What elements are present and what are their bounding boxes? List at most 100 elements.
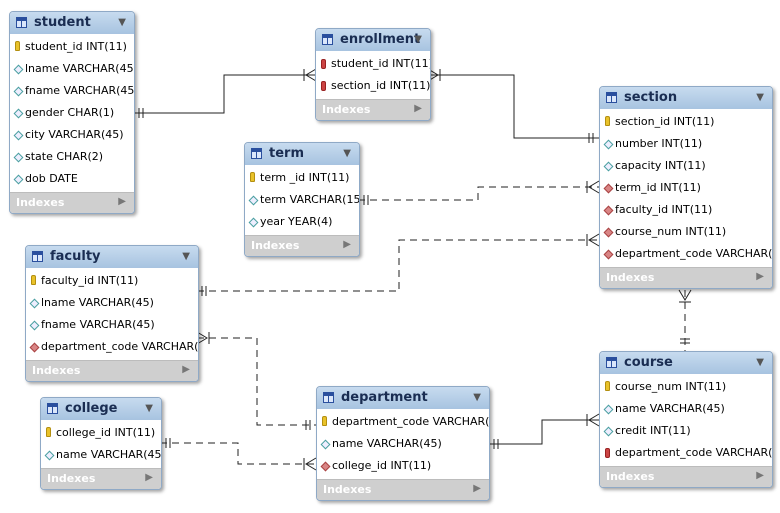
table-course[interactable]: course▼course_num INT(11)name VARCHAR(45…	[599, 351, 773, 488]
column-text: lname VARCHAR(45)	[25, 62, 135, 75]
column-row[interactable]: gender CHAR(1)	[10, 103, 134, 125]
column-text: year YEAR(4)	[260, 215, 333, 228]
collapse-triangle-icon[interactable]: ▼	[414, 34, 422, 45]
table-enrollment[interactable]: enrollment▼ student_id INT(11) section_id …	[315, 28, 431, 121]
collapse-triangle-icon[interactable]: ▼	[473, 392, 481, 403]
table-header[interactable]: course▼	[600, 352, 772, 374]
table-header[interactable]: student▼	[10, 12, 134, 34]
column-row[interactable]: department_code VARCHAR(5)	[317, 412, 489, 434]
column-row[interactable]: college_id INT(11)	[41, 423, 161, 445]
table-faculty[interactable]: faculty▼ faculty_id INT(11)lname VARCHAR(…	[25, 245, 199, 382]
indexes-bar[interactable]: Indexes▶	[245, 235, 359, 256]
expand-arrow-icon[interactable]: ▶	[756, 271, 764, 282]
column-row[interactable]: department_code VARCHAR(5)	[26, 337, 198, 359]
column-row[interactable]: faculty_id INT(11)	[600, 200, 772, 222]
indexes-bar[interactable]: Indexes▶	[317, 479, 489, 500]
collapse-triangle-icon[interactable]: ▼	[118, 17, 126, 28]
column-list: course_num INT(11)name VARCHAR(45)credit…	[600, 374, 772, 466]
table-header[interactable]: department ▼	[317, 387, 489, 409]
column-row[interactable]: fname VARCHAR(45)	[26, 315, 198, 337]
expand-arrow-icon[interactable]: ▶	[414, 103, 422, 114]
column-row[interactable]: course_num INT(11)	[600, 377, 772, 399]
column-row[interactable]: name VARCHAR(45)	[317, 434, 489, 456]
indexes-bar[interactable]: Indexes▶	[600, 466, 772, 487]
collapse-triangle-icon[interactable]: ▼	[343, 148, 351, 159]
column-row[interactable]: section_id INT(11)	[600, 112, 772, 134]
table-department[interactable]: department ▼ department_code VARCHAR(5) nam…	[316, 386, 490, 501]
expand-arrow-icon[interactable]: ▶	[756, 470, 764, 481]
table-header[interactable]: college▼	[41, 398, 161, 420]
column-icon	[13, 86, 24, 97]
column-row[interactable]: student_id INT(11)	[10, 37, 134, 59]
expand-arrow-icon[interactable]: ▶	[145, 472, 153, 483]
indexes-bar[interactable]: Indexes▶	[41, 468, 161, 489]
collapse-triangle-icon[interactable]: ▼	[182, 251, 190, 262]
foreign-key-pk-icon	[321, 81, 326, 91]
table-term[interactable]: term▼ term _id INT(11) term VARCHAR(15) yea…	[244, 142, 360, 257]
expand-arrow-icon[interactable]: ▶	[182, 364, 190, 375]
column-row[interactable]: number INT(11)	[600, 134, 772, 156]
collapse-triangle-icon[interactable]: ▼	[145, 403, 153, 414]
indexes-bar[interactable]: Indexes▶	[600, 267, 772, 288]
table-icon	[322, 34, 333, 45]
column-row[interactable]: department_code VARCHAR(5)	[600, 244, 772, 266]
rel-college-department	[160, 442, 316, 465]
column-text: student_id INT(11)	[331, 57, 431, 70]
table-icon	[323, 392, 334, 403]
table-name: enrollment	[340, 32, 421, 47]
column-row[interactable]: term_id INT(11)	[600, 178, 772, 200]
column-row[interactable]: term _id INT(11)	[245, 168, 359, 190]
table-college[interactable]: college▼ college_id INT(11)name VARCHAR(4…	[40, 397, 162, 490]
table-student[interactable]: student▼ student_id INT(11) lname VARCHAR(…	[9, 11, 135, 214]
column-row[interactable]: lname VARCHAR(45)	[26, 293, 198, 315]
column-row[interactable]: faculty_id INT(11)	[26, 271, 198, 293]
table-name: department	[341, 390, 428, 405]
expand-arrow-icon[interactable]: ▶	[118, 196, 126, 207]
column-row[interactable]: lname VARCHAR(45)	[10, 59, 134, 81]
column-row[interactable]: fname VARCHAR(45)	[10, 81, 134, 103]
indexes-label: Indexes	[16, 196, 65, 209]
collapse-triangle-icon[interactable]: ▼	[756, 357, 764, 368]
column-icon	[13, 64, 24, 75]
column-row[interactable]: section_id INT(11)	[316, 76, 430, 98]
column-text: number INT(11)	[615, 137, 703, 150]
table-header[interactable]: enrollment▼	[316, 29, 430, 51]
indexes-label: Indexes	[32, 364, 81, 377]
column-row[interactable]: credit INT(11)	[600, 421, 772, 443]
column-row[interactable]: name VARCHAR(45)	[41, 445, 161, 467]
table-header[interactable]: faculty▼	[26, 246, 198, 268]
column-text: department_code VARCHAR(5)	[41, 340, 199, 353]
foreign-key-pk-icon	[321, 59, 326, 69]
indexes-bar[interactable]: Indexes ▶	[10, 192, 134, 213]
column-row[interactable]: college_id INT(11)	[317, 456, 489, 478]
column-row[interactable]: department_code VARCHAR(5)	[600, 443, 772, 465]
column-row[interactable]: year YEAR(4)	[245, 212, 359, 234]
column-row[interactable]: name VARCHAR(45)	[600, 399, 772, 421]
table-header[interactable]: term▼	[245, 143, 359, 165]
foreign-key-icon	[603, 249, 614, 260]
column-text: department_code VARCHAR(5)	[332, 415, 490, 428]
collapse-triangle-icon[interactable]: ▼	[756, 92, 764, 103]
column-row[interactable]: capacity INT(11)	[600, 156, 772, 178]
column-row[interactable]: city VARCHAR(45)	[10, 125, 134, 147]
column-row[interactable]: course_num INT(11)	[600, 222, 772, 244]
rel-faculty-section	[197, 239, 599, 292]
column-row[interactable]: state CHAR(2)	[10, 147, 134, 169]
expand-arrow-icon[interactable]: ▶	[343, 239, 351, 250]
column-text: city VARCHAR(45)	[25, 128, 124, 141]
indexes-bar[interactable]: Indexes▶	[316, 99, 430, 120]
column-icon	[248, 195, 259, 206]
column-icon	[603, 161, 614, 172]
column-icon	[44, 450, 55, 461]
column-text: term_id INT(11)	[615, 181, 701, 194]
table-section[interactable]: section▼ section_id INT(11) number INT(11)…	[599, 86, 773, 289]
column-row[interactable]: term VARCHAR(15)	[245, 190, 359, 212]
rel-department-course	[488, 419, 599, 445]
expand-arrow-icon[interactable]: ▶	[473, 483, 481, 494]
table-header[interactable]: section▼	[600, 87, 772, 109]
column-text: term VARCHAR(15)	[260, 193, 360, 206]
indexes-bar[interactable]: Indexes ▶	[26, 360, 198, 381]
column-list: term _id INT(11) term VARCHAR(15) year YEA…	[245, 165, 359, 235]
column-row[interactable]: student_id INT(11)	[316, 54, 430, 76]
column-row[interactable]: dob DATE	[10, 169, 134, 191]
